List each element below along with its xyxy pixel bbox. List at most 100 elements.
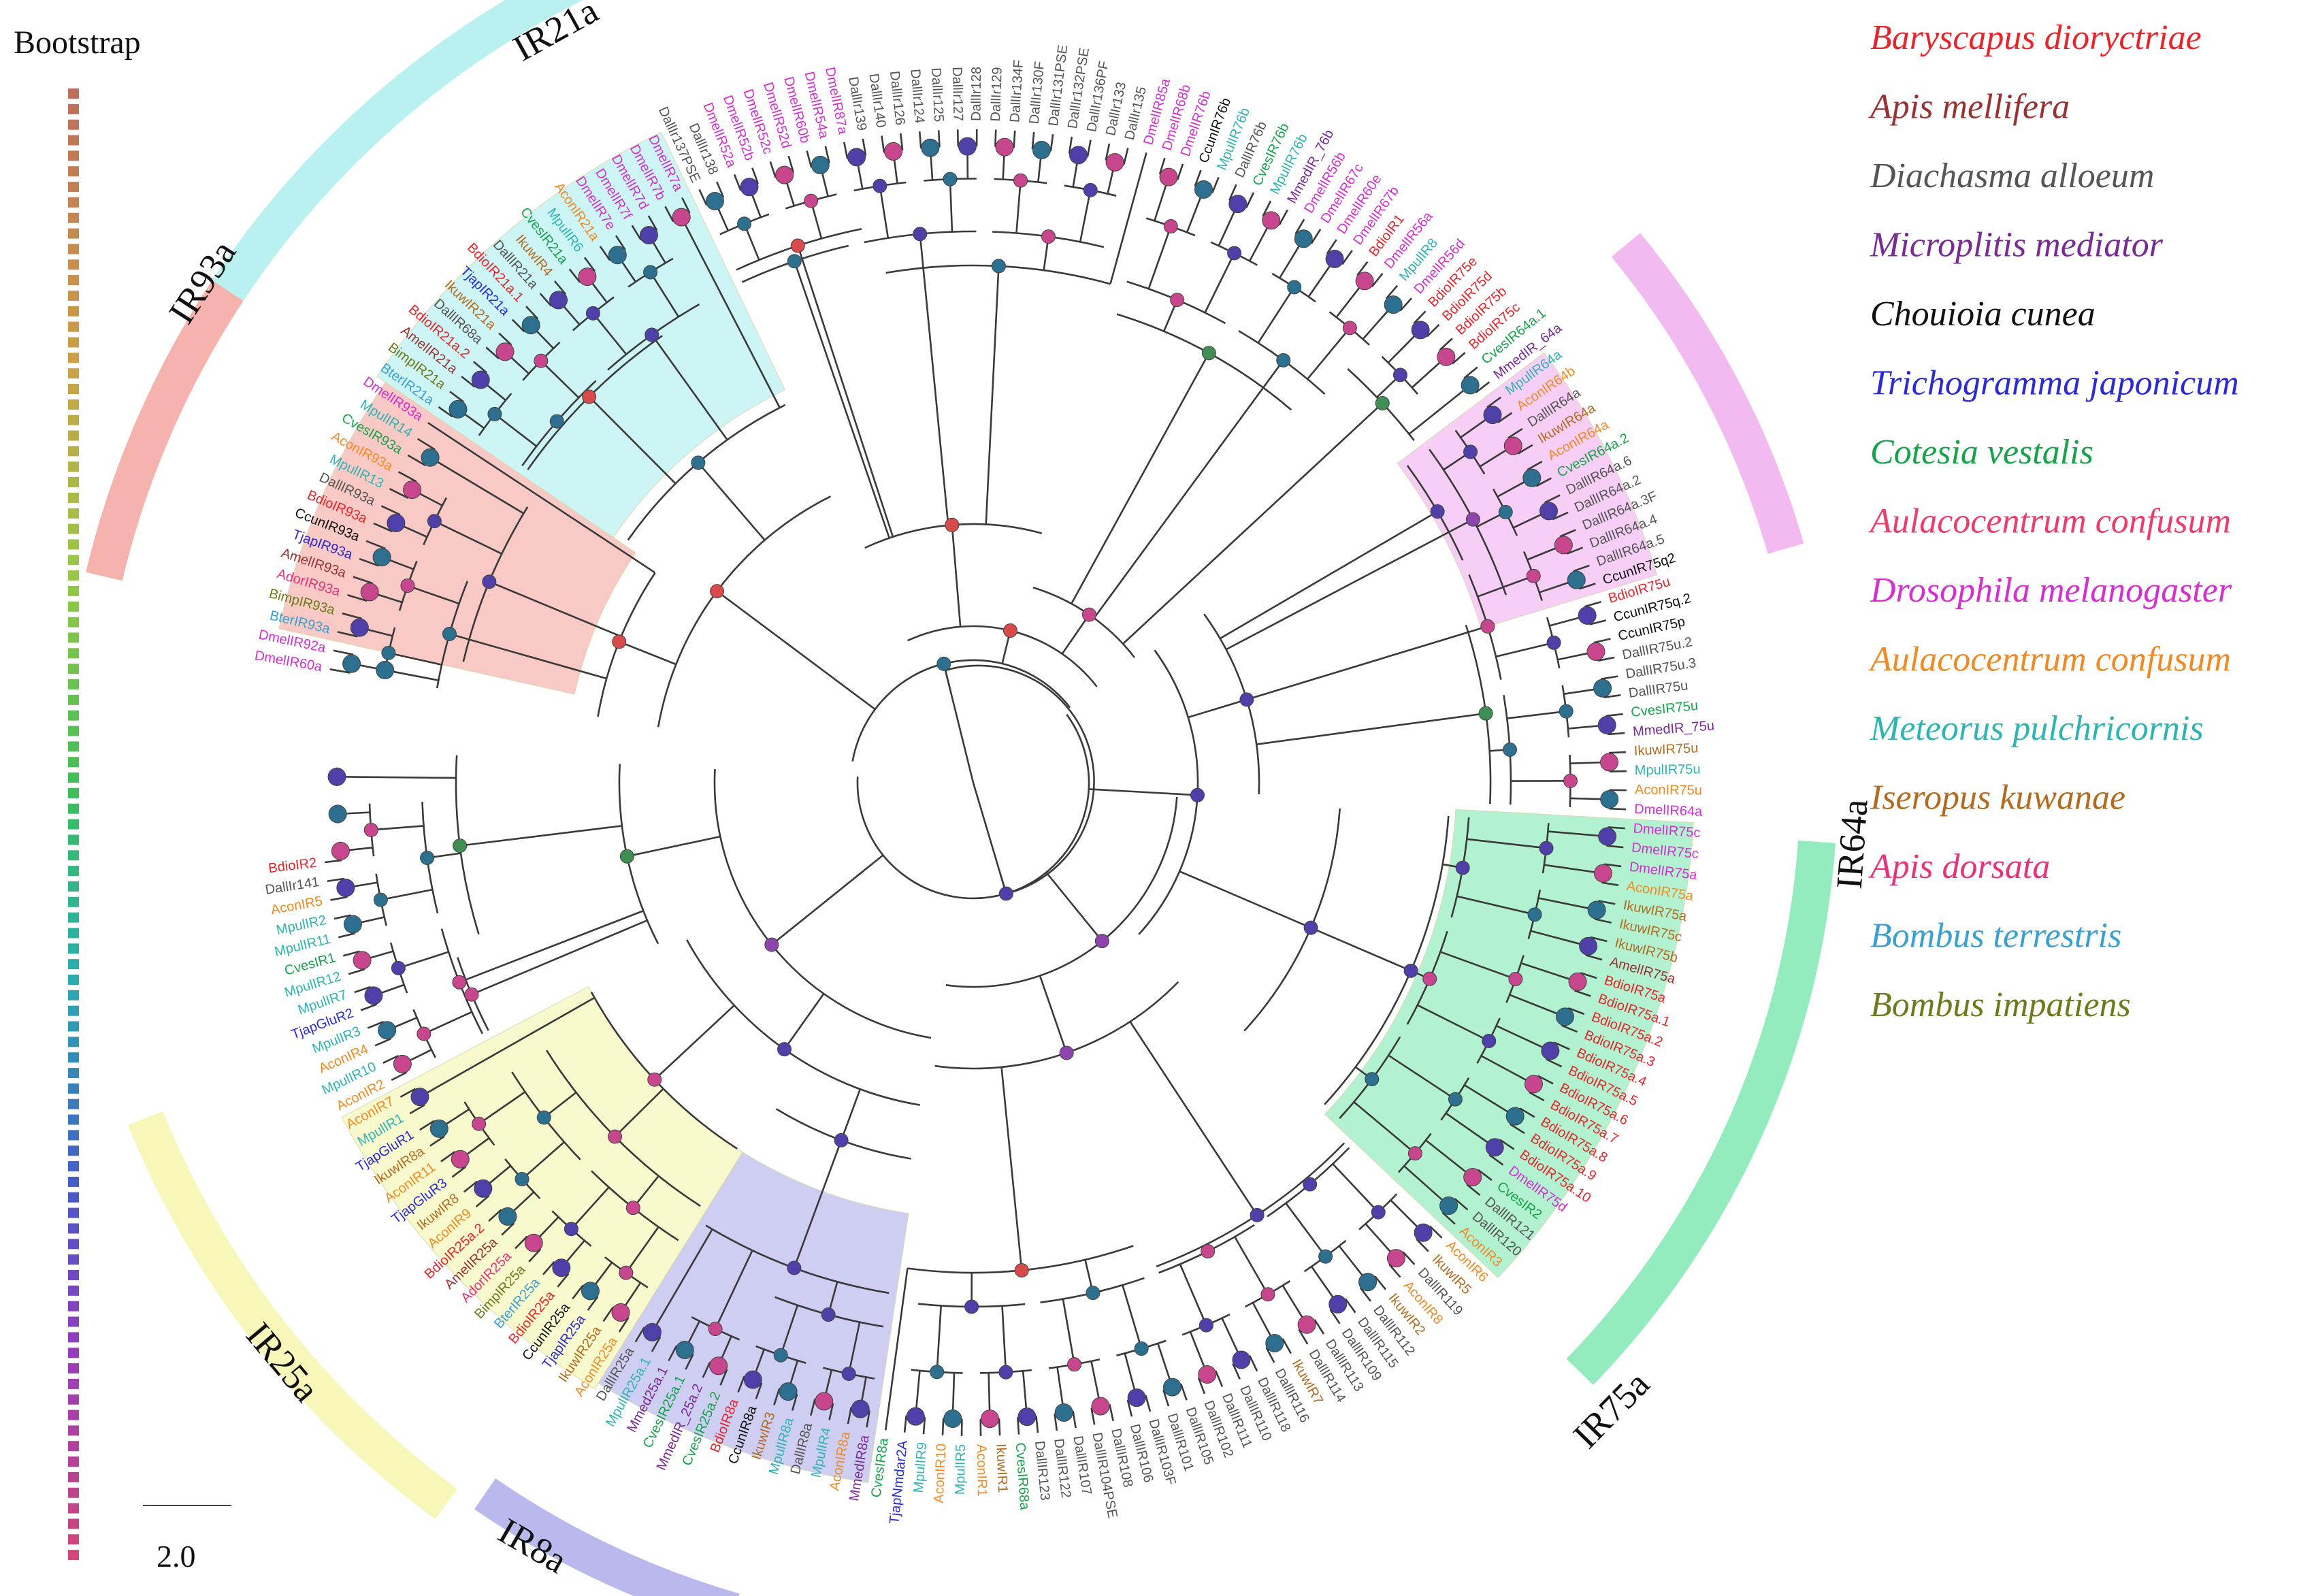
- terminal-branch: [1426, 324, 1440, 338]
- terminal-branch: [1544, 494, 1561, 504]
- terminal-branch: [382, 1054, 399, 1064]
- terminal-branch: [668, 1345, 678, 1361]
- terminal-branch: [1519, 1107, 1535, 1118]
- internal-branch-stem: [1061, 614, 1090, 655]
- bootstrap-node: [400, 579, 415, 593]
- bootstrap-node: [1091, 1397, 1110, 1416]
- terminal-branch: [337, 631, 358, 638]
- bootstrap-node: [1318, 1249, 1333, 1264]
- bootstrap-node: [1159, 167, 1178, 186]
- species-legend-entry: Aulacocentrum confusum: [1868, 502, 2231, 541]
- bootstrap-node: [619, 849, 634, 864]
- terminal-branch: [488, 1209, 502, 1222]
- bootstrap-node: [821, 1307, 836, 1322]
- internal-branch-stem: [489, 581, 622, 638]
- bootstrap-swatch: [68, 1068, 79, 1079]
- bootstrap-node: [585, 306, 600, 321]
- bootstrap-swatch: [68, 353, 79, 363]
- bootstrap-node: [1463, 1168, 1482, 1187]
- bootstrap-node: [449, 400, 468, 419]
- bootstrap-swatch: [68, 1052, 79, 1063]
- bootstrap-swatch: [68, 1207, 79, 1218]
- terminal-branch: [367, 1020, 384, 1029]
- internal-branch-stem: [1467, 838, 1547, 849]
- bootstrap-node: [1054, 1403, 1073, 1422]
- terminal-branch: [631, 225, 642, 241]
- internal-branch-stem: [651, 1228, 713, 1333]
- bootstrap-node: [775, 165, 794, 184]
- leaf-label: DallIr128: [969, 67, 984, 121]
- internal-branch-stem: [1179, 870, 1311, 929]
- terminal-branch: [719, 1369, 728, 1386]
- bootstrap-swatch: [68, 1270, 79, 1280]
- bootstrap-swatch: [68, 197, 79, 208]
- terminal-branch: [1245, 192, 1255, 209]
- terminal-branch: [1109, 152, 1147, 284]
- bootstrap-node: [524, 1233, 543, 1252]
- terminal-branch: [330, 896, 348, 901]
- bootstrap-node: [403, 481, 422, 500]
- bootstrap-swatch: [68, 710, 79, 721]
- bootstrap-swatch: [68, 119, 79, 130]
- bootstrap-swatch: [68, 819, 79, 830]
- clade-label-ir75a: IR75a: [1565, 1363, 1657, 1456]
- terminal-branch: [338, 932, 355, 939]
- bootstrap-node: [472, 1116, 487, 1131]
- internal-branch-stem: [619, 640, 676, 666]
- bootstrap-node: [1342, 321, 1357, 336]
- bootstrap-node: [372, 548, 391, 567]
- bootstrap-node: [331, 841, 350, 860]
- internal-branch-stem: [478, 1091, 526, 1125]
- bootstrap-node: [1067, 1357, 1082, 1372]
- bootstrap-node: [709, 1356, 728, 1375]
- bootstrap-node: [564, 1222, 578, 1237]
- terminal-branch: [1013, 130, 1016, 148]
- bootstrap-node: [534, 353, 549, 368]
- leaf-label: IkuwIR1: [993, 1444, 1010, 1493]
- bootstrap-node: [1371, 1205, 1386, 1220]
- species-legend-entry: Bombus impatiens: [1870, 986, 2131, 1024]
- terminal-branch: [755, 1382, 763, 1399]
- bootstrap-swatch: [68, 477, 79, 488]
- bootstrap-node: [582, 389, 597, 404]
- bootstrap-node: [1081, 607, 1096, 622]
- internal-branch-stem: [1225, 518, 1473, 651]
- bootstrap-node: [1505, 1107, 1524, 1126]
- terminal-branch: [685, 1353, 694, 1370]
- internal-branch-stem: [716, 590, 876, 711]
- bootstrap-node: [515, 1171, 529, 1186]
- bootstrap-node: [410, 1088, 429, 1107]
- internal-branch-stem: [1417, 1004, 1490, 1042]
- bootstrap-node: [943, 172, 958, 186]
- terminal-branch: [787, 155, 794, 173]
- terminal-branch: [994, 129, 997, 147]
- bootstrap-node: [353, 951, 372, 970]
- bootstrap-node: [1541, 1041, 1560, 1060]
- internal-branch-stem: [1246, 625, 1488, 701]
- bootstrap-node: [1439, 1196, 1458, 1215]
- bootstrap-node: [360, 583, 379, 602]
- terminal-branch: [1326, 239, 1337, 255]
- terminal-branch: [1499, 1139, 1515, 1150]
- bootstrap-node: [373, 892, 388, 907]
- internal-branch-stem: [1001, 1305, 1007, 1373]
- bootstrap-swatch: [68, 384, 79, 394]
- bootstrap-swatch: [68, 1503, 79, 1514]
- bootstrap-node: [740, 178, 759, 197]
- internal-branch-stem: [1464, 1084, 1516, 1118]
- bootstrap-node: [936, 656, 951, 671]
- leaf-label: MpulIR5: [953, 1444, 968, 1495]
- bootstrap-node: [1239, 692, 1254, 707]
- terminal-branch: [866, 1410, 870, 1428]
- bootstrap-node: [1422, 971, 1437, 986]
- bootstrap-swatch: [68, 975, 79, 985]
- bootstrap-node: [1262, 211, 1281, 230]
- bootstrap-swatch: [68, 1239, 79, 1250]
- bootstrap-swatch: [68, 259, 79, 270]
- terminal-branch: [884, 1268, 909, 1431]
- bootstrap-node: [873, 178, 887, 193]
- bootstrap-node: [1587, 900, 1606, 919]
- terminal-branch: [828, 1403, 834, 1420]
- bootstrap-node: [482, 574, 497, 589]
- internal-branch-stem: [919, 233, 949, 525]
